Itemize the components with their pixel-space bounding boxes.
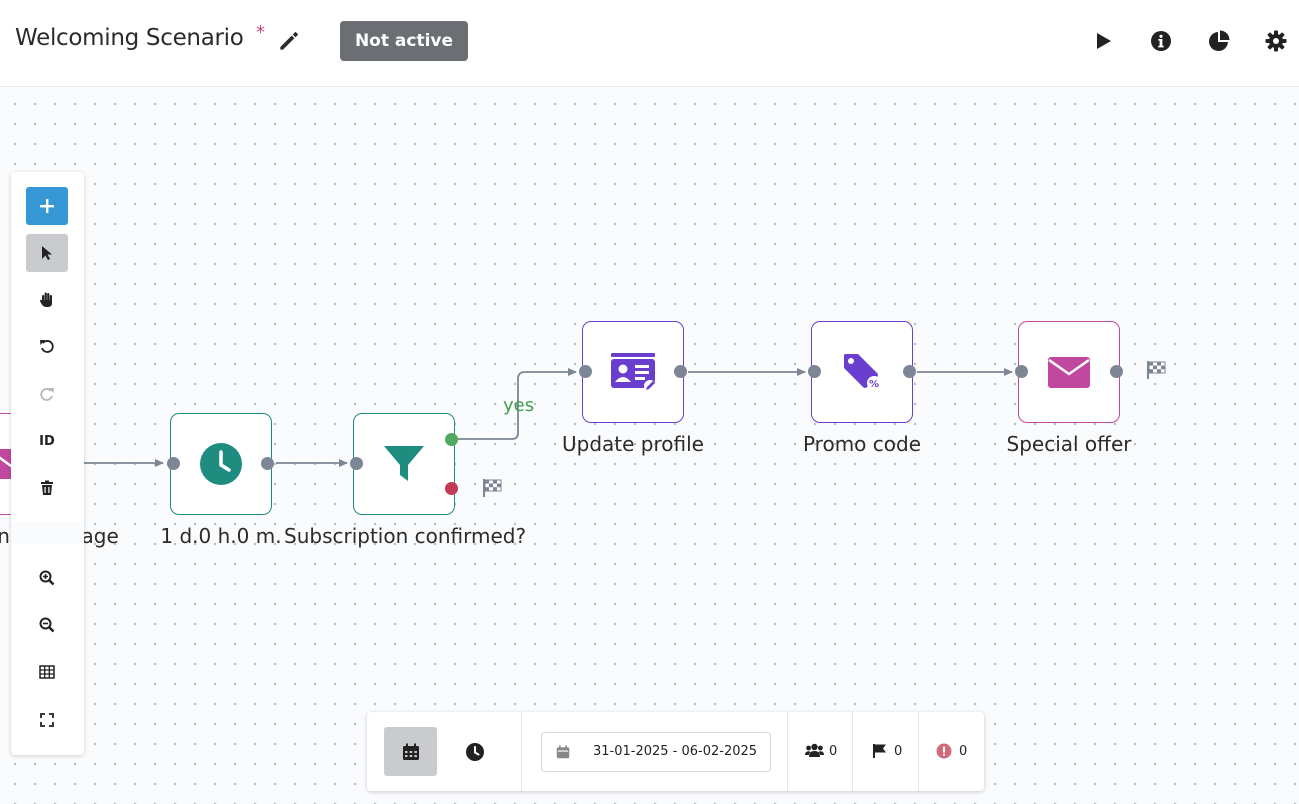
input-port[interactable] bbox=[1015, 365, 1028, 378]
date-range-mode-button[interactable] bbox=[384, 727, 437, 776]
info-icon bbox=[1151, 31, 1171, 51]
hand-icon bbox=[39, 292, 52, 307]
finish-flag-icon bbox=[1147, 361, 1166, 379]
top-bar: Welcoming Scenario * Not active bbox=[0, 0, 1299, 87]
error-icon bbox=[936, 743, 952, 759]
input-port[interactable] bbox=[167, 457, 180, 470]
node-condition[interactable] bbox=[350, 413, 458, 515]
errors-count: 0 bbox=[959, 744, 968, 759]
scenario-title: Welcoming Scenario bbox=[15, 25, 244, 51]
expand-icon bbox=[40, 713, 54, 727]
clock-icon bbox=[200, 443, 242, 485]
node-special-offer[interactable] bbox=[1015, 321, 1123, 423]
undo-button[interactable] bbox=[26, 327, 68, 365]
settings-button[interactable] bbox=[1263, 28, 1289, 54]
edit-title-button[interactable] bbox=[276, 28, 302, 54]
node-delay[interactable] bbox=[167, 413, 274, 515]
finished-count: 0 bbox=[894, 744, 903, 759]
plus-icon bbox=[40, 199, 54, 213]
node-label: Promo code bbox=[802, 432, 922, 456]
redo-button[interactable] bbox=[26, 375, 68, 413]
fit-to-screen-button[interactable] bbox=[26, 701, 68, 739]
status-badge: Not active bbox=[340, 21, 468, 61]
svg-text:%: % bbox=[869, 379, 879, 390]
statistics-bar: 31-01-2025 - 06-02-2025 0 0 0 bbox=[367, 712, 984, 791]
node-label: Subscription confirmed? bbox=[284, 524, 527, 548]
node-label: 1 d.0 h.0 m. bbox=[160, 524, 282, 548]
output-port[interactable] bbox=[674, 365, 687, 378]
statistics-button[interactable] bbox=[1206, 28, 1232, 54]
gear-icon bbox=[1265, 30, 1287, 52]
output-port[interactable] bbox=[261, 457, 274, 470]
redo-icon bbox=[40, 388, 54, 401]
node-label: Update profile bbox=[562, 432, 704, 456]
date-range-value: 31-01-2025 - 06-02-2025 bbox=[593, 744, 758, 759]
date-range-field[interactable]: 31-01-2025 - 06-02-2025 bbox=[541, 732, 771, 772]
users-icon bbox=[805, 743, 824, 757]
add-node-button[interactable] bbox=[26, 187, 68, 225]
grid-toggle-button[interactable] bbox=[26, 653, 68, 691]
play-icon bbox=[1097, 33, 1111, 49]
id-label: ID bbox=[39, 433, 55, 449]
yes-branch-label: yes bbox=[503, 395, 535, 416]
zoom-out-icon bbox=[39, 617, 55, 633]
contact-card-edit-icon bbox=[611, 353, 656, 392]
participants-count: 0 bbox=[829, 744, 838, 759]
flag-icon bbox=[873, 744, 886, 758]
node-label: Special offer bbox=[1006, 432, 1132, 456]
calendar-icon bbox=[402, 743, 419, 760]
select-tool-button[interactable] bbox=[26, 234, 68, 272]
editor-toolbar: ID bbox=[11, 172, 84, 755]
input-port[interactable] bbox=[808, 365, 821, 378]
toolbar-divider bbox=[11, 522, 84, 544]
input-port[interactable] bbox=[579, 365, 592, 378]
node-promo-code[interactable]: % bbox=[808, 321, 916, 423]
info-button[interactable] bbox=[1148, 28, 1174, 54]
calendar-icon bbox=[556, 745, 570, 759]
zoom-out-button[interactable] bbox=[26, 606, 68, 644]
finish-flag-icon bbox=[483, 479, 502, 497]
filter-icon bbox=[384, 446, 424, 481]
trash-icon bbox=[41, 480, 53, 495]
unsaved-marker: * bbox=[256, 22, 265, 43]
pan-tool-button[interactable] bbox=[26, 280, 68, 318]
output-port[interactable] bbox=[1110, 365, 1123, 378]
discount-tag-icon: % bbox=[844, 354, 881, 390]
realtime-mode-button[interactable] bbox=[450, 727, 499, 776]
grid-icon bbox=[39, 665, 55, 679]
envelope-icon bbox=[1048, 356, 1090, 388]
pie-chart-icon bbox=[1209, 30, 1230, 51]
output-port[interactable] bbox=[903, 365, 916, 378]
yes-output-port[interactable] bbox=[445, 433, 458, 446]
no-output-port[interactable] bbox=[445, 482, 458, 495]
connector-yes-branch bbox=[458, 368, 577, 440]
undo-icon bbox=[40, 340, 54, 353]
run-button[interactable] bbox=[1090, 28, 1116, 54]
pointer-icon bbox=[42, 246, 52, 260]
input-port[interactable] bbox=[350, 457, 363, 470]
clock-icon bbox=[465, 742, 484, 761]
delete-button[interactable] bbox=[26, 469, 68, 507]
node-update-profile[interactable] bbox=[579, 321, 687, 423]
pencil-icon bbox=[280, 31, 299, 50]
zoom-in-icon bbox=[39, 570, 55, 586]
show-ids-button[interactable]: ID bbox=[26, 422, 68, 460]
zoom-in-button[interactable] bbox=[26, 559, 68, 597]
